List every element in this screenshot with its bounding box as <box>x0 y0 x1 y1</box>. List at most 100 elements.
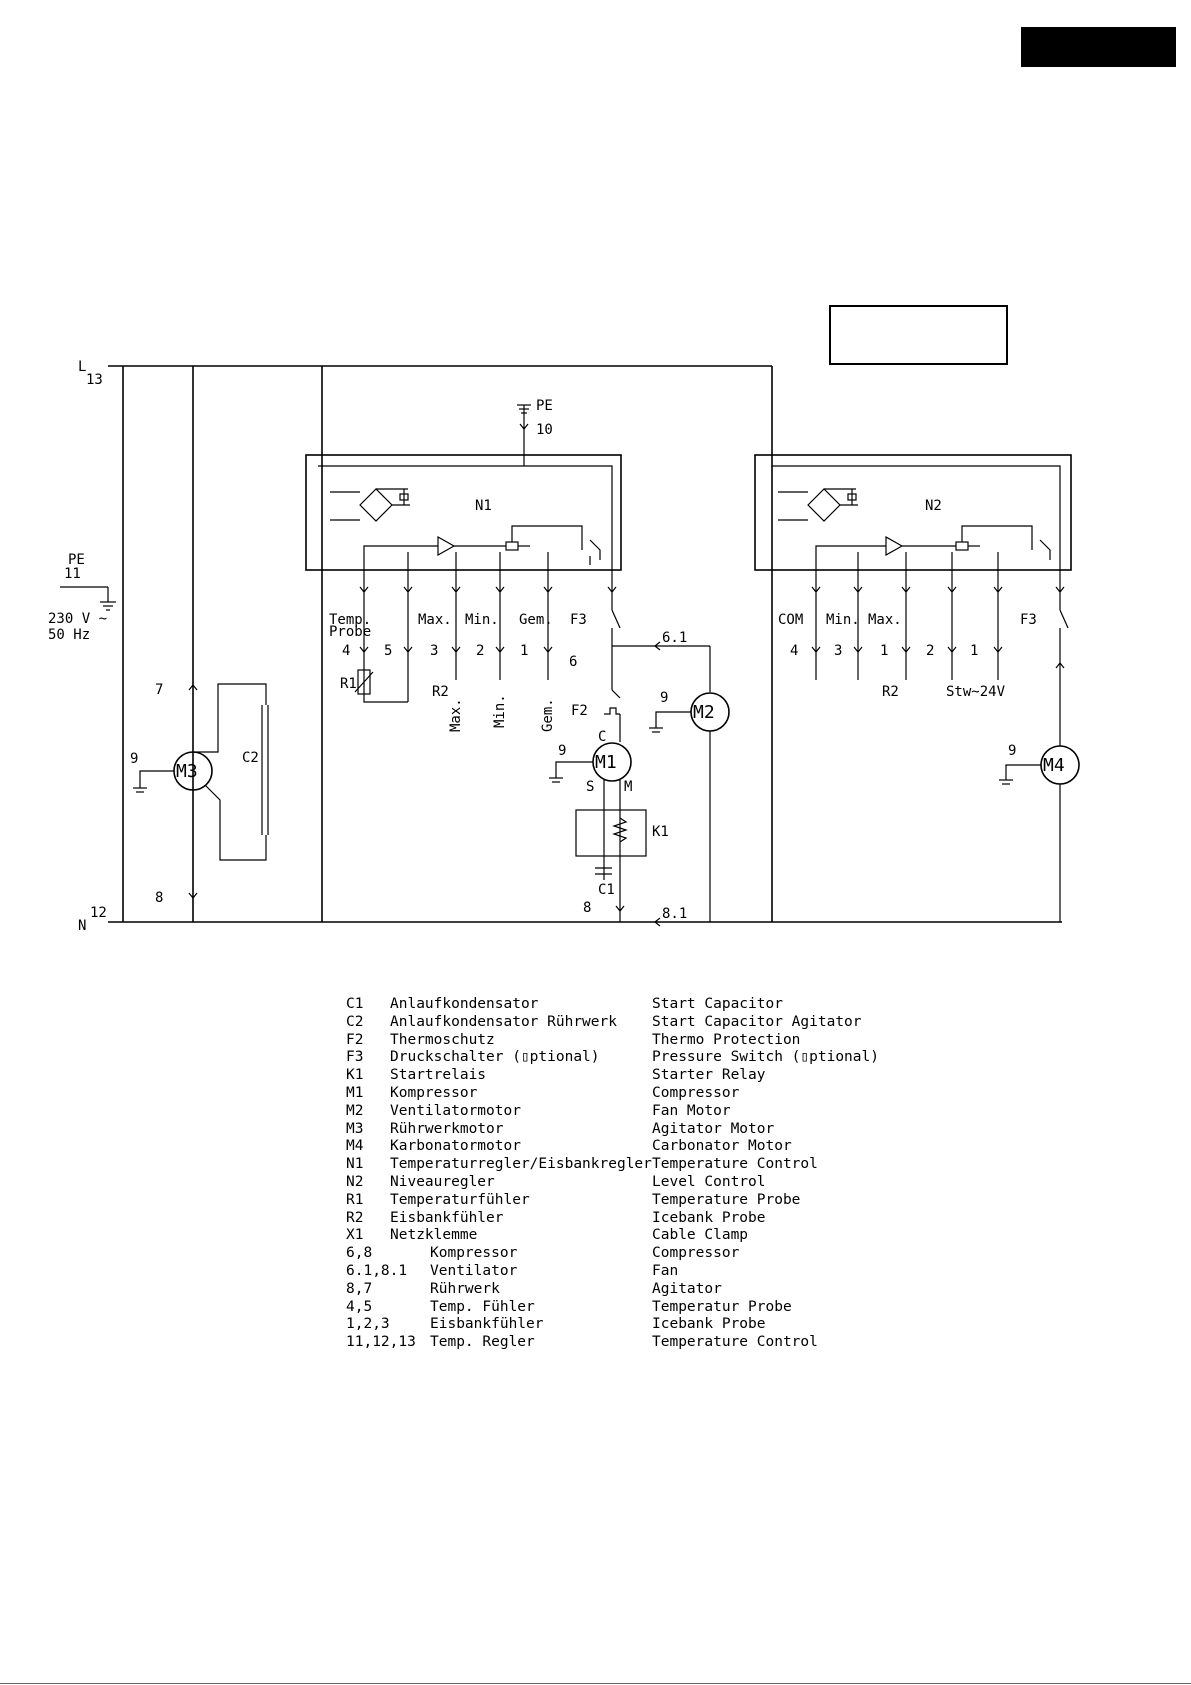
legend-english: Compressor <box>652 1245 740 1262</box>
legend-german: Rührwerk <box>430 1280 500 1297</box>
legend-code: F3 <box>346 1049 364 1066</box>
svg-text:Min.: Min. <box>465 612 499 628</box>
legend-german: Eisbankfühler <box>390 1209 504 1226</box>
svg-text:1: 1 <box>970 643 978 659</box>
legend-german: Ventilator <box>430 1262 518 1279</box>
legend-english: Fan <box>652 1262 679 1279</box>
legend-english: Agitator <box>652 1280 722 1297</box>
terminal-n-num: 12 <box>90 905 107 921</box>
legend-german: Eisbankfühler <box>430 1316 544 1333</box>
legend-english: Starter Relay <box>652 1067 766 1084</box>
svg-text:2: 2 <box>476 643 484 659</box>
legend-code: X1 <box>346 1227 364 1244</box>
svg-text:Max.: Max. <box>418 612 452 628</box>
legend-english: Temperatur Probe <box>652 1298 792 1315</box>
legend-code: M4 <box>346 1138 364 1155</box>
corner-black-box <box>1021 27 1176 67</box>
legend-code: N1 <box>346 1156 364 1173</box>
legend-german: Niveauregler <box>390 1173 495 1190</box>
legend-english: Temperature Control <box>652 1334 818 1351</box>
legend-german: Startrelais <box>390 1067 487 1084</box>
legend-german: Thermoschutz <box>390 1031 495 1048</box>
svg-text:M: M <box>624 779 632 795</box>
legend-code: 4,5 <box>346 1298 373 1315</box>
svg-text:9: 9 <box>558 743 566 759</box>
svg-text:4: 4 <box>342 643 350 659</box>
n2-label: N2 <box>925 498 942 514</box>
legend-code: 6.1,8.1 <box>346 1262 408 1279</box>
legend-english: Level Control <box>652 1173 766 1190</box>
terminal-8-left: 8 <box>155 890 163 906</box>
pe-ground-symbol <box>60 586 116 611</box>
svg-text:Max.: Max. <box>868 612 902 628</box>
svg-text:8.1: 8.1 <box>662 906 687 922</box>
terminal-7: 7 <box>155 682 163 698</box>
legend-german: Temperaturfühler <box>390 1191 530 1208</box>
legend-code: M2 <box>346 1102 364 1119</box>
legend-english: Temperature Probe <box>652 1191 801 1208</box>
legend-german: Karbonatormotor <box>390 1138 521 1155</box>
m3-ground-num: 9 <box>130 751 138 767</box>
legend-code: C2 <box>346 1013 364 1030</box>
svg-text:R2: R2 <box>882 684 899 700</box>
svg-text:3: 3 <box>430 643 438 659</box>
pe-top-terminal: PE 10 <box>517 398 553 466</box>
legend-english: Pressure Switch (▯ptional) <box>652 1049 879 1066</box>
n1-controller: N1 <box>305 454 622 571</box>
terminal-n: N <box>78 918 86 934</box>
supply-frequency: 50 Hz <box>48 627 90 643</box>
n1-label: N1 <box>475 498 492 514</box>
svg-text:Min.: Min. <box>492 694 508 728</box>
legend-english: Fan Motor <box>652 1102 731 1119</box>
legend-english: Start Capacitor <box>652 996 783 1012</box>
svg-text:Gem.: Gem. <box>519 612 553 628</box>
svg-text:4: 4 <box>790 643 798 659</box>
terminal-pe: PE <box>68 552 85 568</box>
legend-code: F2 <box>346 1031 364 1048</box>
legend-row: R1 Temperaturfühler Temperature Probe <box>346 1192 906 1210</box>
legend-english: Carbonator Motor <box>652 1138 792 1155</box>
n2-controller: N2 <box>754 454 1072 571</box>
legend-english: Cable Clamp <box>652 1227 749 1244</box>
legend-row: 6.1,8.1 Ventilator Fan <box>346 1263 906 1281</box>
svg-text:K1: K1 <box>652 824 669 840</box>
legend-english: Start Capacitor Agitator <box>652 1013 862 1030</box>
legend-code: R2 <box>346 1209 364 1226</box>
m2-label: M2 <box>693 702 715 723</box>
power-rails <box>108 365 1062 923</box>
supply-voltage: 230 V ~ <box>48 611 107 627</box>
legend-english: Thermo Protection <box>652 1031 801 1048</box>
legend-english: Compressor <box>652 1084 740 1101</box>
svg-text:9: 9 <box>1008 743 1016 759</box>
svg-text:Temp.: Temp. <box>329 612 371 628</box>
legend-code: C1 <box>346 996 364 1012</box>
m4-label: M4 <box>1043 755 1065 776</box>
svg-text:S: S <box>586 779 594 795</box>
legend-german: Kompressor <box>430 1245 518 1262</box>
m1-label: M1 <box>595 752 617 773</box>
legend-row: M4 Karbonatormotor Carbonator Motor <box>346 1138 906 1156</box>
svg-text:6.1: 6.1 <box>662 630 687 646</box>
legend-english: Icebank Probe <box>652 1316 766 1333</box>
c2-label: C2 <box>242 750 259 766</box>
svg-text:10: 10 <box>536 422 553 438</box>
m3-label: M3 <box>176 761 198 782</box>
svg-text:Stw~24V: Stw~24V <box>946 684 1006 700</box>
svg-text:PE: PE <box>536 398 553 414</box>
legend-german: Rührwerkmotor <box>390 1120 504 1137</box>
svg-text:R1: R1 <box>340 676 357 692</box>
svg-text:Gem.: Gem. <box>540 698 556 732</box>
svg-text:3: 3 <box>834 643 842 659</box>
legend-german: Netzklemme <box>390 1227 478 1244</box>
svg-text:Probe: Probe <box>329 624 371 640</box>
legend-row: X1 Netzklemme Cable Clamp <box>346 1227 906 1245</box>
legend-code: R1 <box>346 1191 364 1208</box>
terminal-l: L <box>78 359 86 375</box>
